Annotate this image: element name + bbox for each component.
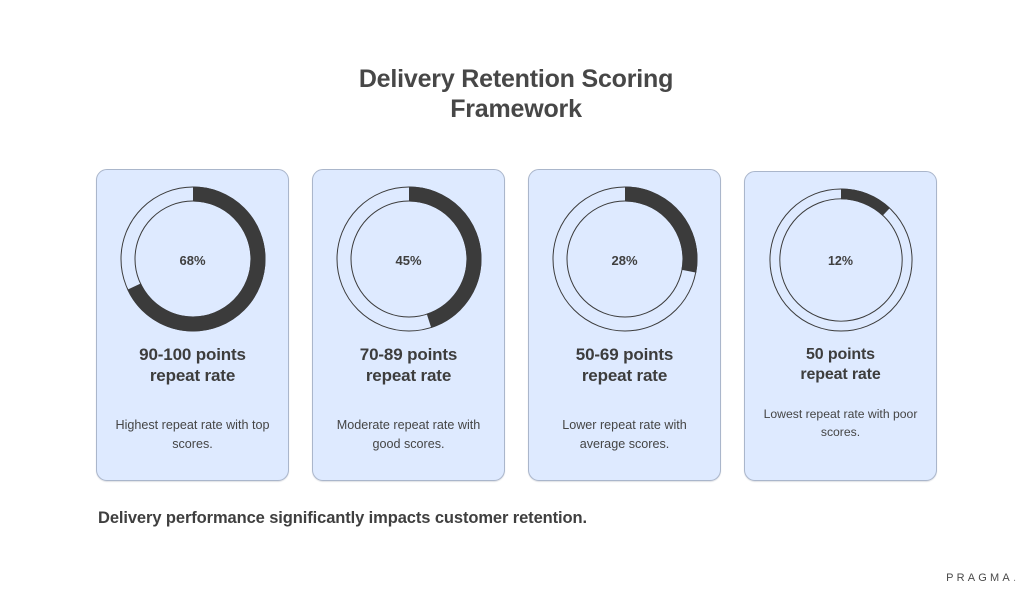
page-title-line-1: Delivery Retention Scoring bbox=[358, 65, 674, 93]
brand-logo: PRAGMA. bbox=[946, 572, 1016, 584]
donut-chart-2: 45% bbox=[313, 183, 504, 339]
brand-logo-dot: . bbox=[1012, 572, 1016, 584]
donut-svg-3 bbox=[552, 186, 697, 332]
score-card-heading-line1-4: 50 points bbox=[806, 346, 875, 363]
donut-chart-3: 28% bbox=[529, 183, 720, 339]
score-card-heading-line2-1: repeat rate bbox=[149, 365, 236, 385]
score-card-heading-2: 70-89 points repeat rate bbox=[321, 345, 496, 386]
donut-percent-label-3: 28% bbox=[611, 253, 638, 268]
page-title: Delivery Retention Scoring Framework bbox=[0, 64, 1032, 124]
score-card-description-4: Lowest repeat rate with poor scores. bbox=[763, 407, 918, 439]
donut-chart-1: 68% bbox=[97, 183, 288, 339]
score-card-description-1: Highest repeat rate with top scores. bbox=[115, 418, 270, 451]
donut-progress-arc-4 bbox=[768, 188, 913, 332]
donut-svg-4 bbox=[768, 188, 913, 332]
score-card-heading-3: 50-69 points repeat rate bbox=[537, 345, 712, 386]
score-card-heading-line1-2: 70-89 points bbox=[359, 345, 458, 364]
donut-progress-arc-3 bbox=[552, 186, 697, 332]
donut-percent-label-4: 12% bbox=[827, 254, 854, 268]
score-card-90-100[interactable]: 68% 90-100 points repeat rate Highest re… bbox=[96, 169, 289, 481]
donut-svg-2 bbox=[336, 186, 481, 332]
brand-logo-text: PRAGMA bbox=[946, 572, 1013, 584]
donut-progress-arc-2 bbox=[336, 186, 481, 332]
score-card-70-89[interactable]: 45% 70-89 points repeat rate Moderate re… bbox=[312, 169, 505, 481]
score-card-description-2: Moderate repeat rate with good scores. bbox=[336, 418, 481, 451]
score-card-heading-1: 90-100 points repeat rate bbox=[105, 345, 280, 386]
score-card-list: 68% 90-100 points repeat rate Highest re… bbox=[96, 169, 937, 484]
score-card-description-3: Lower repeat rate with average scores. bbox=[562, 418, 687, 451]
donut-svg-1 bbox=[120, 186, 265, 332]
donut-percent-label-2: 45% bbox=[395, 253, 422, 268]
donut-progress-arc-1 bbox=[120, 186, 265, 332]
score-card-heading-line1-1: 90-100 points bbox=[139, 345, 246, 364]
summary-caption: Delivery performance significantly impac… bbox=[98, 509, 587, 527]
score-card-heading-line2-4: repeat rate bbox=[800, 365, 881, 383]
donut-chart-4: 12% bbox=[745, 185, 936, 341]
score-card-50-69[interactable]: 28% 50-69 points repeat rate Lower repea… bbox=[528, 169, 721, 481]
score-card-heading-line1-3: 50-69 points bbox=[575, 345, 674, 364]
score-card-heading-line2-2: repeat rate bbox=[365, 365, 452, 385]
score-card-50[interactable]: 12% 50 points repeat rate Lowest repeat … bbox=[744, 171, 937, 481]
donut-percent-label-1: 68% bbox=[179, 253, 206, 268]
score-card-heading-4: 50 points repeat rate bbox=[753, 345, 928, 384]
page-title-line-2: Framework bbox=[450, 95, 582, 123]
score-card-heading-line2-3: repeat rate bbox=[581, 365, 668, 385]
